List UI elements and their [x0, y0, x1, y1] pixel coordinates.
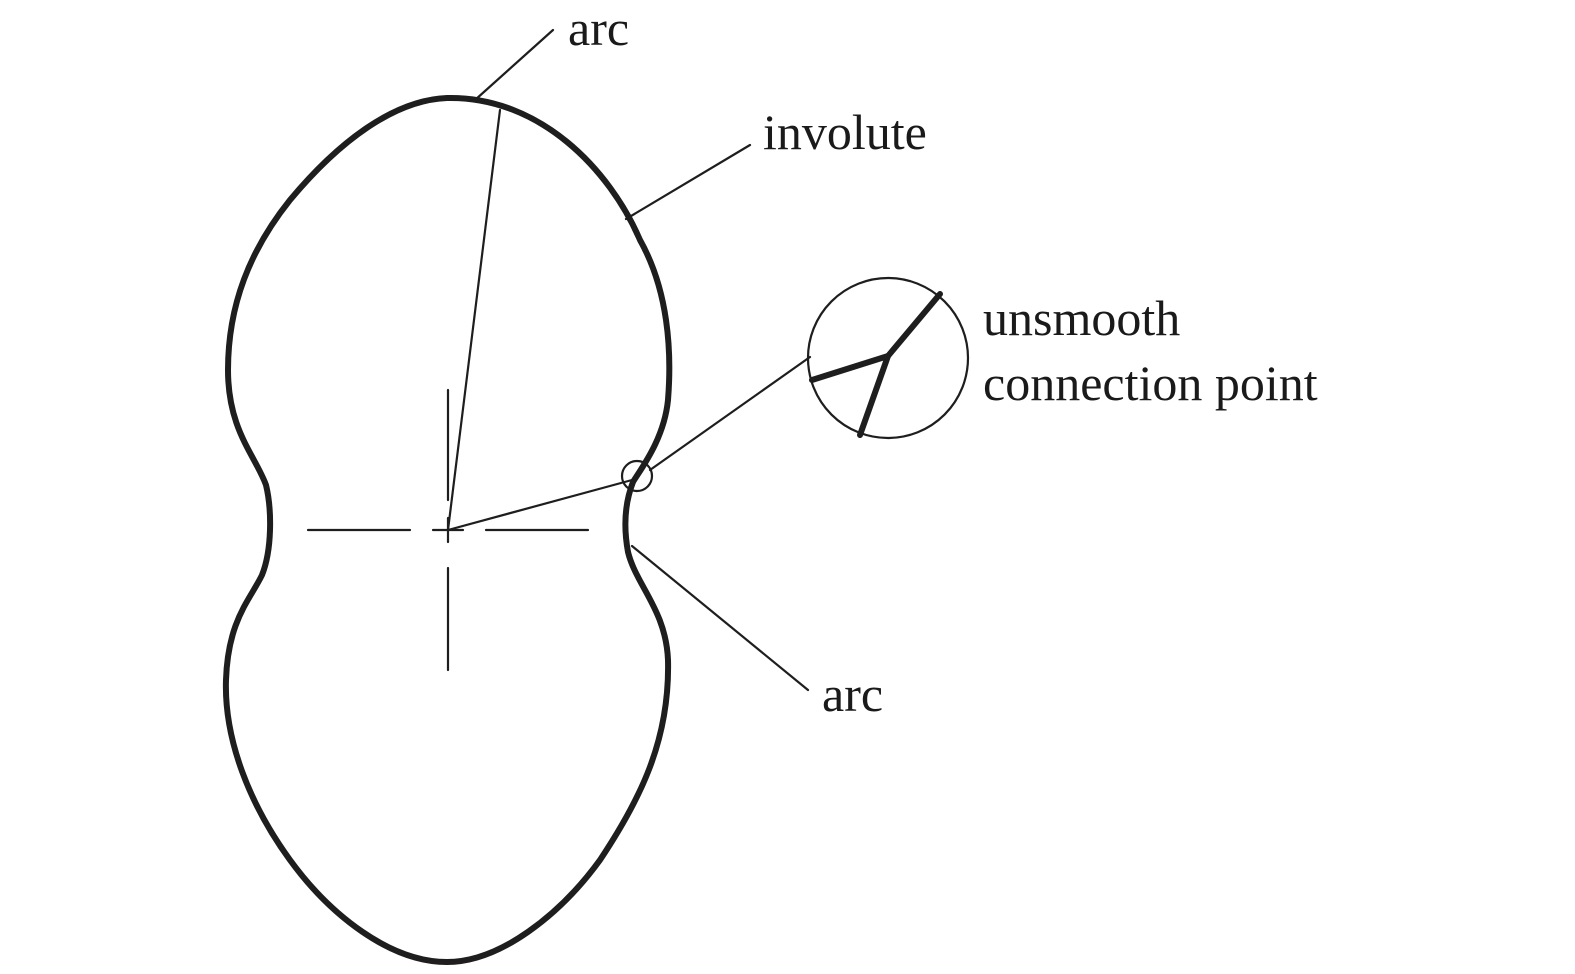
cam-profile-outline — [222, 94, 673, 965]
label-unsmooth-line2: connection point — [983, 355, 1318, 411]
label-involute: involute — [763, 104, 927, 160]
connection-point-marker — [620, 459, 654, 493]
detail-curve-left — [809, 353, 891, 383]
leader-involute — [624, 143, 752, 221]
detail-magnifier-circle — [806, 276, 970, 440]
radius-line-right — [446, 478, 634, 532]
leader-arc-bottom — [630, 544, 810, 692]
label-arc-bottom: arc — [822, 666, 883, 722]
radius-line-top — [446, 108, 502, 532]
leader-arc-top — [473, 28, 555, 102]
detail-curve-lower — [857, 353, 891, 438]
label-arc-top: arc — [568, 0, 629, 56]
label-unsmooth-line1: unsmooth — [983, 290, 1180, 346]
detail-leader-line — [648, 355, 812, 472]
detail-curve-upper — [885, 291, 943, 359]
